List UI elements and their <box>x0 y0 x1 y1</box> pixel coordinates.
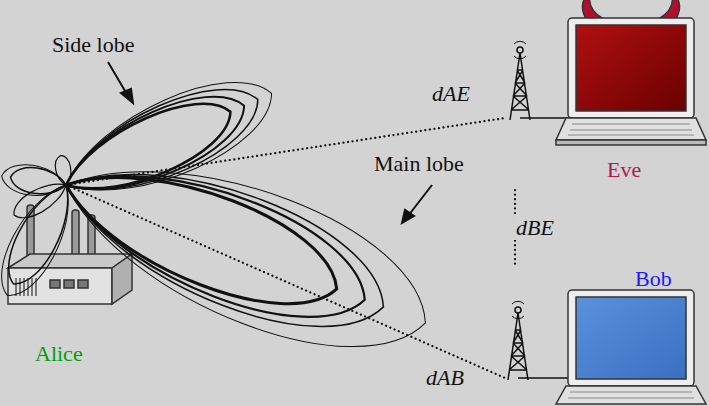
device-node: Bob <box>505 265 705 405</box>
device-node: Alice <box>5 185 140 375</box>
eve-laptop <box>556 0 706 145</box>
lobe-label: Main lobe <box>372 152 466 176</box>
lobe-label: Side lobe <box>50 33 137 57</box>
device-name: Bob <box>635 267 672 291</box>
distance-label: dBE <box>514 216 556 240</box>
distance-label: dAB <box>424 366 466 390</box>
leader-arrows <box>108 62 432 223</box>
device-name: Alice <box>35 342 83 366</box>
distance-label: dAE <box>430 82 472 106</box>
distance-line <box>66 185 505 378</box>
distance-line <box>66 118 505 185</box>
device-node: Eve <box>505 40 705 190</box>
tower-icon <box>508 41 570 380</box>
bob-laptop <box>556 290 706 404</box>
antenna-lobes <box>0 59 449 384</box>
device-name: Eve <box>607 158 641 182</box>
